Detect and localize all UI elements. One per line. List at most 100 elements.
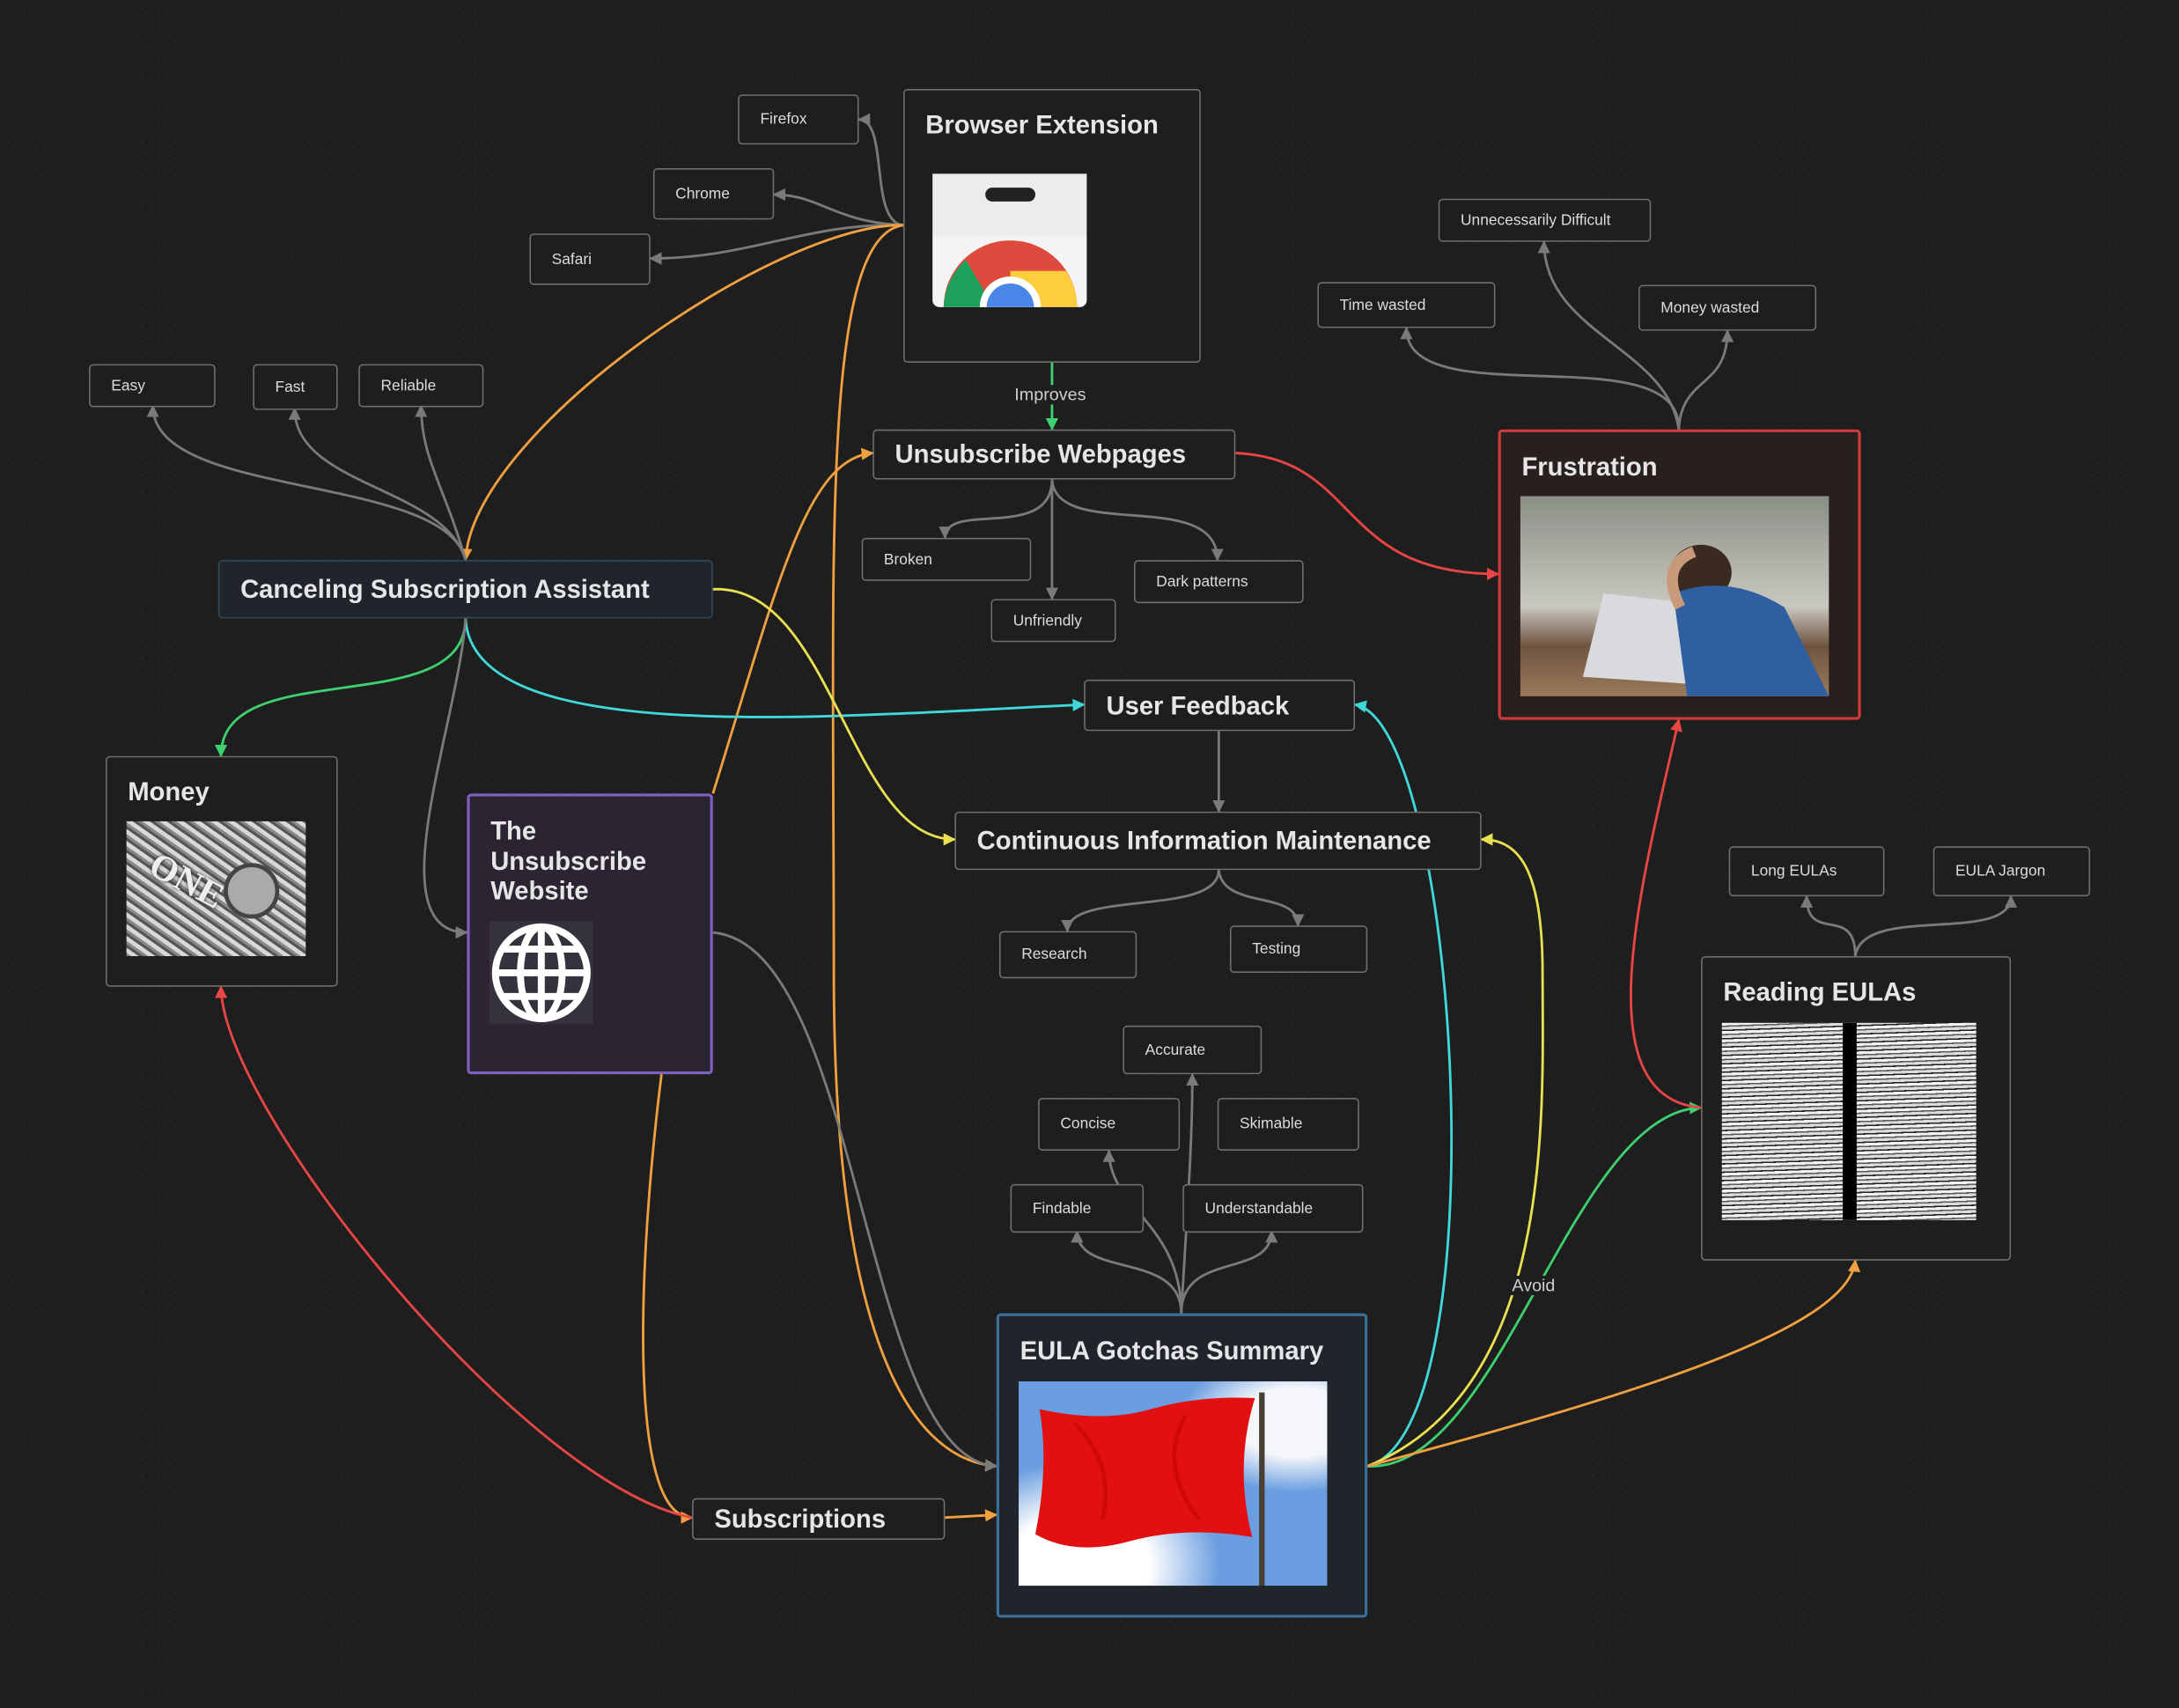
- edge-frustration-timewasted: [1400, 327, 1681, 430]
- edge-frustration-difficult: [1537, 240, 1681, 430]
- edge-be-firefox: [858, 113, 904, 227]
- node-safari[interactable]: Safari: [529, 233, 651, 285]
- edge-frustration-moneywasted: [1677, 329, 1734, 430]
- edge-subscriptions-money: [215, 985, 693, 1520]
- node-title: Money: [128, 777, 210, 806]
- edge-subscriptions-eula: [945, 1509, 998, 1522]
- edge-assistant-money: [214, 618, 467, 758]
- node-dark-patterns[interactable]: Dark patterns: [1134, 560, 1304, 604]
- node-frustration[interactable]: Frustration: [1498, 429, 1861, 720]
- node-broken[interactable]: Broken: [861, 537, 1032, 581]
- node-label: Research: [1021, 946, 1087, 963]
- edge-be-safari: [649, 224, 904, 265]
- edge-website-webpages: [711, 447, 874, 794]
- node-label: Easy: [111, 377, 145, 394]
- edge-maintenance-research: [1061, 870, 1220, 933]
- node-label: Canceling Subscription Assistant: [240, 573, 650, 604]
- node-time-wasted[interactable]: Time wasted: [1317, 282, 1496, 328]
- edge-assistant-easy: [146, 404, 467, 561]
- node-label: Broken: [883, 550, 932, 568]
- node-title: EULA Gotchas Summary: [1020, 1335, 1324, 1366]
- dollar-bill-text: ONE: [143, 843, 232, 917]
- dollar-bill-image: ONE: [126, 821, 306, 957]
- node-skimable[interactable]: Skimable: [1217, 1098, 1359, 1151]
- edge-assistant-feedback: [464, 618, 1086, 718]
- node-firefox[interactable]: Firefox: [738, 94, 859, 145]
- edge-be-chrome: [772, 188, 904, 227]
- edge-eula-maintenance: [1366, 833, 1544, 1468]
- node-reliable[interactable]: Reliable: [358, 364, 484, 408]
- node-browser-extension[interactable]: Browser Extension: [903, 89, 1201, 363]
- edge-webpages-darkpatterns: [1050, 479, 1224, 562]
- node-label: Concise: [1060, 1115, 1116, 1133]
- node-reading-eulas[interactable]: Reading EULAs: [1701, 956, 2012, 1261]
- node-label: Fast: [275, 379, 306, 396]
- edge-label-avoid: Avoid: [1509, 1276, 1558, 1296]
- node-findable[interactable]: Findable: [1010, 1183, 1145, 1233]
- chrome-web-store-icon: [932, 173, 1087, 307]
- node-testing[interactable]: Testing: [1229, 925, 1368, 973]
- node-long-eulas[interactable]: Long EULAs: [1728, 846, 1885, 897]
- edge-eula-accurate: [1180, 1072, 1199, 1314]
- edge-label-improves: Improves: [1012, 385, 1089, 405]
- node-eula-jargon[interactable]: EULA Jargon: [1932, 846, 2091, 897]
- node-label: User Feedback: [1106, 689, 1290, 719]
- edge-reading-long: [1800, 894, 1857, 957]
- edge-eula-reading-bottom: [1366, 1259, 1861, 1468]
- node-title: Browser Extension: [925, 109, 1159, 139]
- node-subscriptions[interactable]: Subscriptions: [692, 1498, 946, 1540]
- node-unfriendly[interactable]: Unfriendly: [990, 599, 1116, 643]
- edge-maintenance-testing: [1217, 869, 1305, 927]
- edge-assistant-reliable: [415, 404, 467, 561]
- node-label: Time wasted: [1339, 297, 1426, 313]
- node-chrome[interactable]: Chrome: [652, 167, 775, 220]
- node-label: Findable: [1032, 1200, 1092, 1217]
- node-canceling-subscription-assistant[interactable]: Canceling Subscription Assistant: [217, 560, 713, 619]
- node-label: Unfriendly: [1012, 612, 1082, 629]
- node-label: Reliable: [380, 377, 437, 394]
- red-flag-image: [1019, 1381, 1328, 1587]
- frustrated-person-image: [1520, 496, 1829, 696]
- node-money-wasted[interactable]: Money wasted: [1638, 284, 1817, 331]
- node-continuous-information-maintenance[interactable]: Continuous Information Maintenance: [954, 811, 1482, 871]
- node-title: The Unsubscribe Website: [490, 815, 647, 906]
- node-unsubscribe-webpages[interactable]: Unsubscribe Webpages: [872, 429, 1236, 480]
- node-concise[interactable]: Concise: [1038, 1098, 1181, 1151]
- globe-icon: [489, 921, 594, 1025]
- node-fast[interactable]: Fast: [253, 364, 338, 410]
- node-label: Dark patterns: [1156, 573, 1248, 591]
- edge-eula-findable: [1071, 1230, 1183, 1314]
- edge-website-subscriptions: [642, 1074, 694, 1524]
- node-label: Continuous Information Maintenance: [976, 825, 1432, 855]
- node-label: Money wasted: [1660, 299, 1760, 317]
- node-label: Unnecessarily Difficult: [1461, 211, 1611, 229]
- node-label: Skimable: [1240, 1115, 1303, 1133]
- edge-webpages-broken: [939, 479, 1054, 540]
- edge-eula-concise: [1102, 1149, 1183, 1314]
- node-label: Safari: [551, 250, 593, 268]
- stacked-papers-image: [1721, 1022, 1977, 1220]
- node-money[interactable]: Money ONE: [105, 755, 338, 987]
- node-user-feedback[interactable]: User Feedback: [1084, 679, 1356, 732]
- edge-assistant-fast: [288, 407, 467, 561]
- node-research[interactable]: Research: [998, 931, 1137, 979]
- edge-assistant-website: [423, 618, 468, 939]
- node-label: Subscriptions: [714, 1503, 887, 1534]
- node-unnecessarily-difficult[interactable]: Unnecessarily Difficult: [1438, 198, 1652, 242]
- node-the-unsubscribe-website[interactable]: The Unsubscribe Website: [467, 793, 713, 1075]
- node-accurate[interactable]: Accurate: [1123, 1025, 1262, 1075]
- node-understandable[interactable]: Understandable: [1182, 1183, 1364, 1233]
- node-easy[interactable]: Easy: [89, 364, 216, 408]
- node-eula-gotchas-summary[interactable]: EULA Gotchas Summary: [996, 1313, 1368, 1618]
- node-label: Understandable: [1204, 1200, 1314, 1217]
- node-label: Firefox: [760, 111, 807, 129]
- edge-be-assistant: [460, 224, 904, 562]
- node-label: Unsubscribe Webpages: [894, 438, 1187, 468]
- edge-eula-understandable: [1180, 1230, 1278, 1314]
- node-label: EULA Jargon: [1954, 863, 2046, 880]
- node-title: Frustration: [1521, 452, 1658, 482]
- node-label: Testing: [1252, 940, 1301, 958]
- node-label: Chrome: [675, 185, 730, 202]
- edge-eula-feedback: [1353, 700, 1454, 1468]
